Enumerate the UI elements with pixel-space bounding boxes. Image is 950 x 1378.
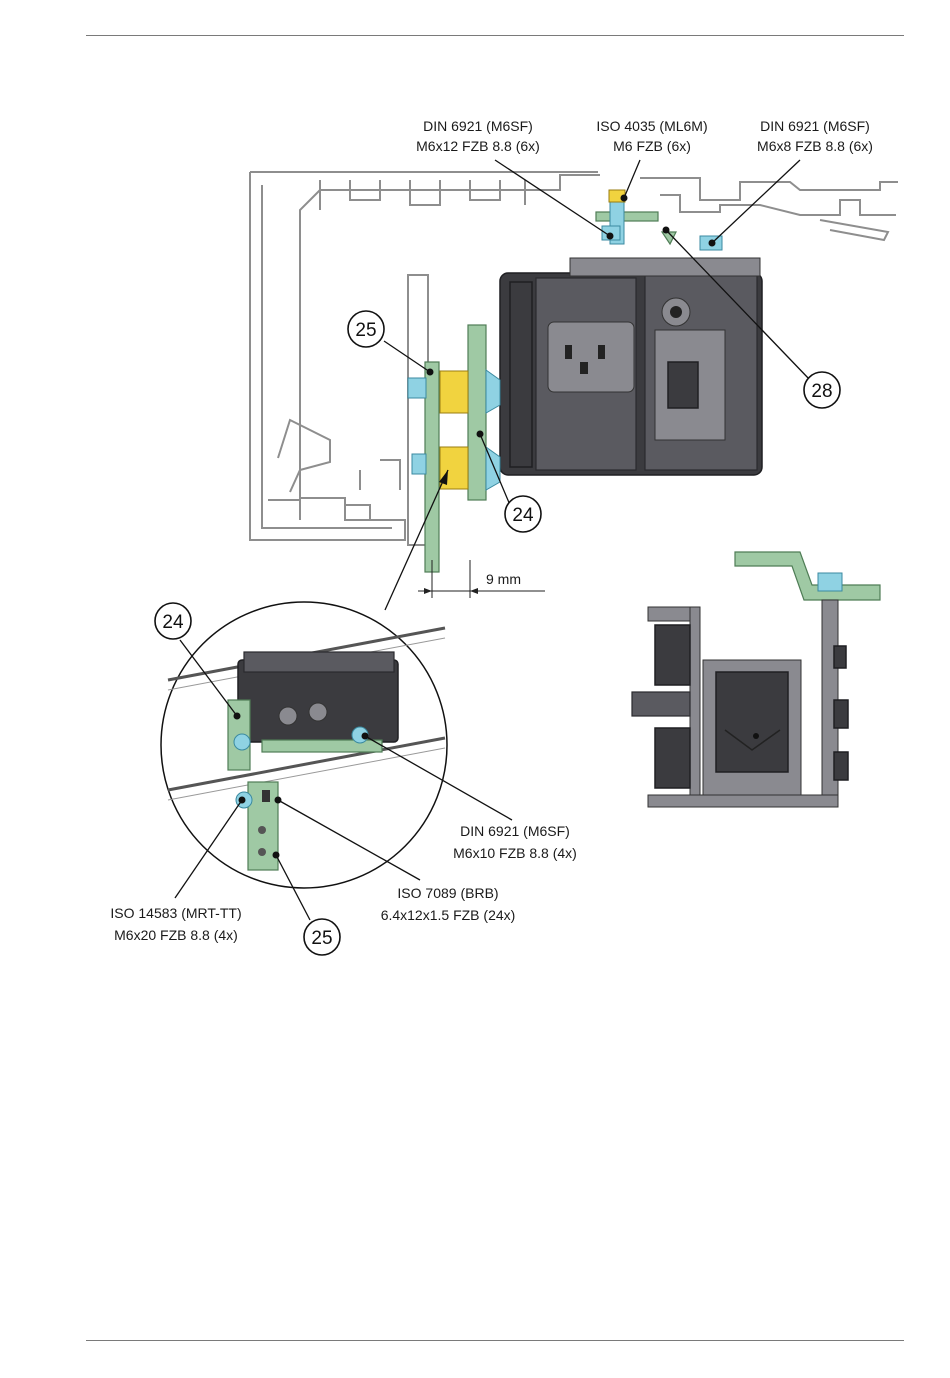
label-din-6921-m6x10: DIN 6921 (M6SF) M6x10 FZB 8.8 (4x) <box>453 823 577 861</box>
callout-24-top: 24 <box>505 496 541 532</box>
svg-text:M6x12 FZB 8.8 (6x): M6x12 FZB 8.8 (6x) <box>416 138 540 154</box>
svg-text:ISO 14583 (MRT-TT): ISO 14583 (MRT-TT) <box>110 905 241 921</box>
callout-25-top: 25 <box>348 311 384 347</box>
svg-text:25: 25 <box>355 320 376 341</box>
label-iso-14583: ISO 14583 (MRT-TT) M6x20 FZB 8.8 (4x) <box>110 905 241 943</box>
unit-housing <box>500 258 762 475</box>
svg-text:25: 25 <box>311 928 332 949</box>
svg-text:24: 24 <box>512 505 534 526</box>
svg-text:M6x8 FZB 8.8 (6x): M6x8 FZB 8.8 (6x) <box>757 138 873 154</box>
svg-text:ISO 7089 (BRB): ISO 7089 (BRB) <box>397 885 498 901</box>
side-view <box>632 552 880 807</box>
svg-text:DIN 6921 (M6SF): DIN 6921 (M6SF) <box>423 118 533 134</box>
label-din-6921-m6x12: DIN 6921 (M6SF) M6x12 FZB 8.8 (6x) <box>416 118 540 154</box>
dimension-label: 9 mm <box>486 571 521 587</box>
svg-text:DIN 6921 (M6SF): DIN 6921 (M6SF) <box>760 118 870 134</box>
label-din-6921-m6x8: DIN 6921 (M6SF) M6x8 FZB 8.8 (6x) <box>757 118 873 154</box>
svg-text:M6x10 FZB 8.8 (4x): M6x10 FZB 8.8 (4x) <box>453 845 577 861</box>
svg-text:DIN 6921 (M6SF): DIN 6921 (M6SF) <box>460 823 570 839</box>
callout-28: 28 <box>804 372 840 408</box>
svg-text:6.4x12x1.5 FZB (24x): 6.4x12x1.5 FZB (24x) <box>381 907 516 923</box>
callout-24-detail: 24 <box>155 603 191 639</box>
svg-text:ISO 4035 (ML6M): ISO 4035 (ML6M) <box>596 118 707 134</box>
svg-text:28: 28 <box>811 381 832 402</box>
svg-text:M6x20 FZB 8.8 (4x): M6x20 FZB 8.8 (4x) <box>114 927 238 943</box>
callout-25-detail: 25 <box>304 919 340 955</box>
svg-text:M6 FZB (6x): M6 FZB (6x) <box>613 138 691 154</box>
label-iso-4035: ISO 4035 (ML6M) M6 FZB (6x) <box>596 118 707 154</box>
label-iso-7089: ISO 7089 (BRB) 6.4x12x1.5 FZB (24x) <box>381 885 516 923</box>
svg-text:24: 24 <box>162 612 184 633</box>
